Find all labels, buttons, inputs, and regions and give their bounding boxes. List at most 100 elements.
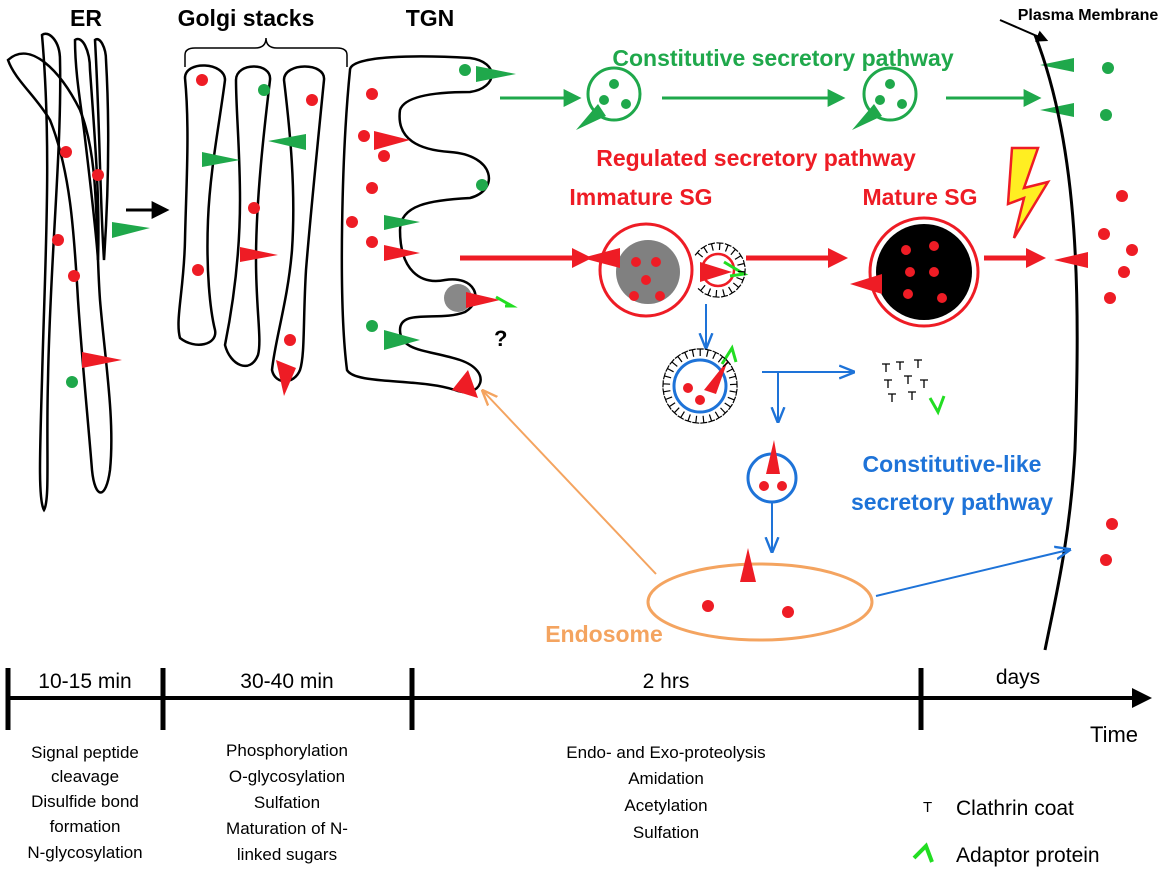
- clathrin-triskelion: [665, 365, 674, 373]
- clathrin-triskelion: [688, 348, 696, 357]
- clathrin-triskelion: [662, 380, 671, 388]
- clathrin-triskelion: [726, 365, 735, 373]
- clathrin-triskelion: [734, 252, 744, 260]
- tgn-step: Amidation: [628, 769, 704, 788]
- timeline-period-3: 2 hrs: [643, 670, 690, 693]
- golgi-label: Golgi stacks: [178, 5, 315, 31]
- regulated-secreted-cargo: [1054, 190, 1138, 304]
- clathrin-triskelion: [666, 402, 676, 410]
- immature-sg-clathrin-coat: [694, 242, 746, 298]
- clathrin-triskelion: [712, 350, 720, 360]
- plasma-membrane: [1033, 34, 1079, 651]
- clathrin-triskelion: [724, 402, 733, 411]
- legend: T Clathrin coat Adaptor protein: [912, 797, 1100, 867]
- time-axis-label: Time: [1090, 722, 1138, 747]
- endosome-label: Endosome: [545, 621, 663, 647]
- clathrin-triskelion: [663, 395, 673, 403]
- clathrin-triskelion: [704, 288, 712, 297]
- adaptor-protein-icon: [912, 842, 934, 863]
- clathrin-triskelion: [714, 411, 723, 421]
- er-organelle: [6, 32, 113, 513]
- constitutive-like-vesicle: [746, 440, 798, 504]
- shed-clathrin-and-adaptor: [882, 359, 946, 416]
- constitutive-vesicle-2: [852, 66, 918, 130]
- clathrin-coated-vesicle: [672, 344, 738, 414]
- timeline-period-4: days: [996, 666, 1040, 689]
- mature-sg-label: Mature SG: [862, 184, 977, 210]
- er-step: Signal peptide: [31, 743, 139, 762]
- clathrin-coat-legend-label: Clathrin coat: [956, 797, 1074, 820]
- clathrin-triskelion: [729, 388, 738, 396]
- clathrin-triskelion: [677, 411, 685, 420]
- clathrin-triskelion: [707, 242, 716, 251]
- golgi-step: O-glycosylation: [229, 767, 345, 786]
- clathrin-triskelion: [724, 243, 732, 252]
- constitutive-like-label-line-1: Constitutive-like: [863, 451, 1042, 477]
- clathrin-triskelion: [669, 358, 678, 367]
- clathrin-triskelion: [730, 246, 739, 256]
- tgn-question-mark: ?: [494, 326, 507, 351]
- clathrin-triskelion: [700, 244, 708, 254]
- golgi-cargo: [192, 74, 318, 396]
- clathrin-triskelion: [704, 348, 712, 357]
- clathrin-triskelion: [720, 289, 729, 298]
- timeline-axis: [5, 668, 1152, 730]
- clathrin-triskelion: [720, 407, 729, 416]
- tgn-organelle: [340, 55, 493, 394]
- clathrin-triskelion: [732, 282, 742, 291]
- clathrin-triskelion: [728, 286, 736, 296]
- plasma-membrane-label: Plasma Membrane: [1018, 7, 1158, 24]
- constitutive-like-label-line-2: secretory pathway: [851, 489, 1053, 515]
- regulated-pathway-label: Regulated secretory pathway: [596, 145, 916, 171]
- timeline-period-1: 10-15 min: [38, 670, 131, 693]
- er-step: formation: [50, 817, 121, 836]
- tgn-modifications: Endo- and Exo-proteolysis Amidation Acet…: [566, 743, 765, 842]
- clathrin-triskelion: [736, 276, 745, 284]
- tgn-cargo: [346, 64, 518, 398]
- immature-secretory-granule: [582, 222, 749, 318]
- clathrin-triskelion: [716, 242, 724, 251]
- clathrin-triskelion: [717, 354, 726, 363]
- golgi-step: Sulfation: [254, 793, 320, 812]
- er-step: N-glycosylation: [27, 843, 142, 862]
- clathrin-triskelion: [684, 414, 692, 423]
- golgi-bracket: [184, 37, 348, 67]
- tgn-step: Sulfation: [633, 823, 699, 842]
- clathrin-triskelion: [671, 407, 680, 416]
- blue-arrows-uncoating: [762, 372, 1068, 597]
- tgn-step: Endo- and Exo-proteolysis: [566, 743, 765, 762]
- clathrin-triskelion: [722, 359, 732, 368]
- constitutive-pathway-label: Constitutive secretory pathway: [612, 45, 953, 71]
- constitutive-like-secreted-cargo: [1100, 518, 1118, 566]
- clathrin-triskelion: [727, 396, 737, 404]
- clathrin-triskelion: [728, 372, 738, 380]
- mature-secretory-granule: [850, 216, 980, 328]
- clathrin-triskelion: [696, 348, 704, 356]
- clathrin-triskelion: [694, 249, 704, 258]
- er-step: cleavage: [51, 767, 119, 786]
- clathrin-triskelion: [708, 414, 716, 423]
- immature-sg-label: Immature SG: [569, 184, 712, 210]
- clathrin-triskelion: [662, 372, 672, 380]
- tgn-label: TGN: [406, 5, 455, 31]
- golgi-step: linked sugars: [237, 845, 337, 864]
- clathrin-triskelion: [729, 380, 738, 388]
- timeline-period-2: 30-40 min: [240, 670, 333, 693]
- er-cargo: [52, 146, 150, 388]
- clathrin-coat-icon: T: [923, 799, 932, 816]
- clathrin-triskelion: [692, 415, 700, 424]
- endosome-to-tgn-arrow: [484, 392, 657, 575]
- golgi-modifications: Phosphorylation O-glycosylation Sulfatio…: [226, 741, 348, 864]
- er-modifications: Signal peptide cleavage Disulfide bond f…: [27, 743, 142, 862]
- golgi-step: Maturation of N-: [226, 819, 348, 838]
- clathrin-triskelion: [712, 289, 720, 298]
- clathrin-triskelion: [697, 284, 706, 294]
- plasma-membrane-pointer: [999, 19, 1049, 42]
- clathrin-triskelion: [700, 415, 708, 424]
- clathrin-triskelion: [681, 350, 689, 359]
- adaptor-protein-legend-label: Adaptor protein: [956, 844, 1100, 867]
- clathrin-triskelion: [737, 268, 746, 276]
- tgn-step: Acetylation: [624, 796, 707, 815]
